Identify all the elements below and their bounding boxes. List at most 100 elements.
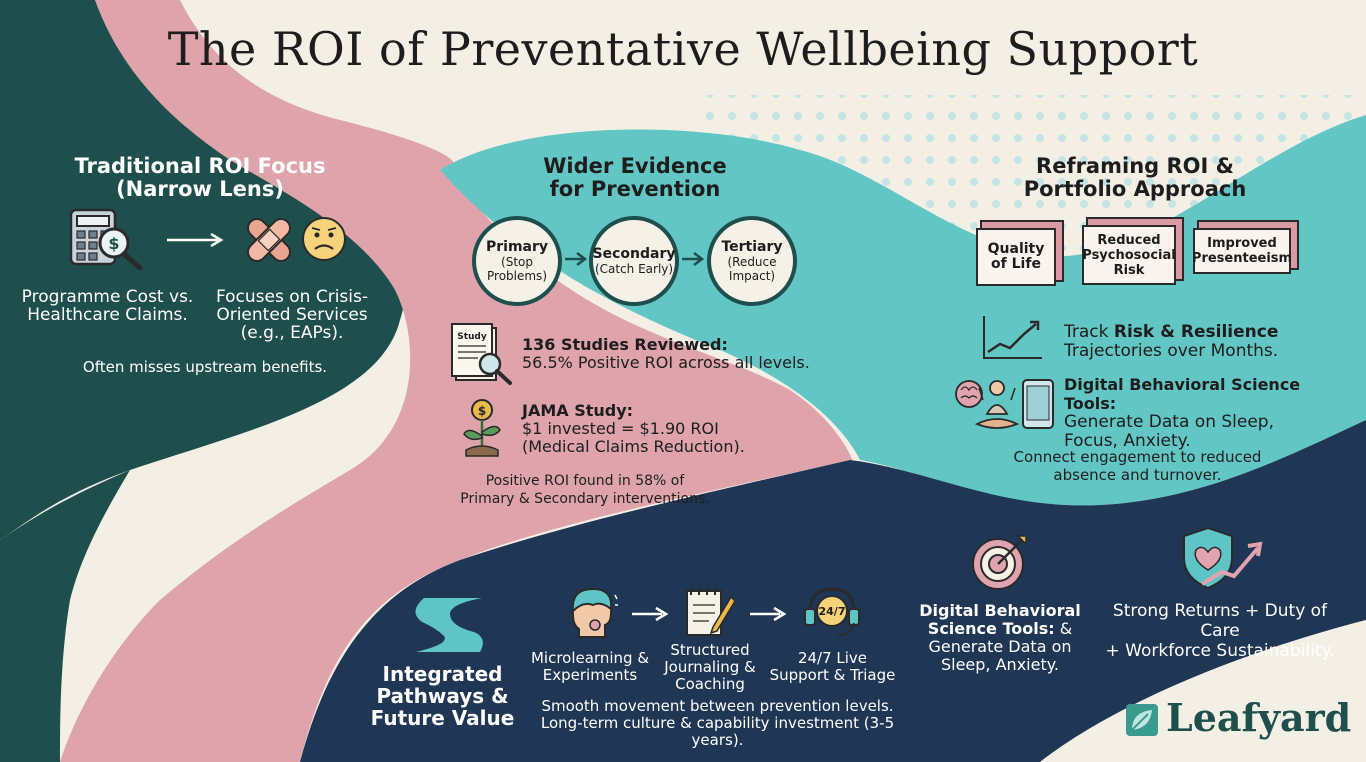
integrated-note: Smooth movement between prevention level… bbox=[520, 698, 915, 749]
level-primary-desc1: (Stop bbox=[501, 255, 533, 269]
headset-support-icon: 24/7 bbox=[804, 587, 860, 636]
digital-tools-block: Digital Behavioral Science Tools: & Gene… bbox=[915, 602, 1085, 674]
track-line2: Trajectories over Months. bbox=[1064, 341, 1279, 361]
integrated-heading-line2: Pathways & bbox=[376, 684, 509, 708]
wider-heading-line1: Wider Evidence bbox=[543, 154, 727, 178]
level-secondary: Secondary (Catch Early) bbox=[589, 216, 679, 306]
step1-line1: Microlearning & bbox=[530, 649, 650, 667]
box-quality-line1: Quality bbox=[987, 241, 1045, 257]
integrated-note-line2: Long-term culture & capability investmen… bbox=[540, 714, 895, 749]
box-risk-line1: Reduced bbox=[1097, 232, 1161, 248]
studies-text: 56.5% Positive ROI across all levels. bbox=[522, 353, 810, 372]
studies-bold: 136 Studies Reviewed: bbox=[522, 335, 728, 354]
tools-line2: Generate Data on Sleep, bbox=[1064, 412, 1275, 432]
step3-line1: 24/7 Live bbox=[797, 649, 868, 667]
connect-line2: absence and turnover. bbox=[1053, 466, 1222, 484]
cream-corner bbox=[1040, 620, 1366, 762]
integrated-heading: Integrated Pathways & Future Value bbox=[370, 663, 515, 729]
level-secondary-name: Secondary bbox=[592, 246, 676, 262]
integrated-heading-line3: Future Value bbox=[370, 706, 515, 730]
box-pres-line2: Presenteeism bbox=[1191, 251, 1293, 266]
navy-region bbox=[300, 420, 1366, 762]
jama-block: JAMA Study: $1 invested = $1.90 ROI (Med… bbox=[522, 402, 822, 456]
shield-heart-growth-icon bbox=[1183, 526, 1263, 590]
returns-line2: + Workforce Sustainability. bbox=[1105, 641, 1335, 661]
reframing-heading-line1: Reframing ROI & bbox=[1036, 154, 1234, 178]
traditional-item2: Focuses on Crisis- Oriented Services (e.… bbox=[207, 288, 377, 342]
level-tertiary-desc2: Impact) bbox=[728, 269, 776, 283]
wider-heading: Wider Evidence for Prevention bbox=[510, 155, 760, 201]
dark-teal-region bbox=[0, 0, 406, 540]
arrow-right-icon bbox=[750, 606, 787, 622]
traditional-item2-line1: Focuses on Crisis- bbox=[215, 287, 368, 307]
track-pre: Track bbox=[1064, 322, 1114, 342]
trend-chart-icon bbox=[983, 316, 1042, 359]
positive-line1: Positive ROI found in 58% of bbox=[485, 473, 685, 489]
target-icon bbox=[972, 535, 1027, 590]
step1-line2: Experiments bbox=[542, 666, 638, 684]
brand-name: Leafyard bbox=[1166, 695, 1352, 740]
arrow-right-icon bbox=[682, 252, 705, 266]
step-microlearning: Microlearning & Experiments bbox=[525, 650, 655, 684]
digital-bold-line1: Digital Behavioral bbox=[919, 601, 1081, 620]
arrow-right-icon bbox=[565, 252, 588, 266]
step3-line2: Support & Triage bbox=[769, 666, 896, 684]
step2-line3: Coaching bbox=[675, 675, 745, 693]
wider-heading-line2: for Prevention bbox=[549, 177, 721, 201]
level-primary: Primary (Stop Problems) bbox=[472, 216, 562, 306]
step2-line1: Structured bbox=[670, 641, 750, 659]
light-teal-region bbox=[440, 115, 1366, 506]
tools-bold: Digital Behavioral Science Tools: bbox=[1064, 375, 1301, 413]
traditional-heading-line2: (Narrow Lens) bbox=[116, 177, 284, 201]
integrated-heading-line1: Integrated bbox=[382, 662, 503, 686]
step2-line2: Journaling & bbox=[664, 658, 756, 676]
digital-line3: Generate Data on bbox=[928, 637, 1072, 656]
jama-line2: (Medical Claims Reduction). bbox=[522, 437, 745, 456]
returns-line1: Strong Returns + Duty of Care bbox=[1112, 601, 1328, 641]
bandage-icon bbox=[246, 217, 292, 263]
jama-bold: JAMA Study: bbox=[522, 401, 634, 420]
digital-bold-line2: Science Tools: bbox=[927, 619, 1055, 638]
track-block: Track Risk & Resilience Trajectories ove… bbox=[1064, 323, 1344, 361]
level-primary-name: Primary bbox=[485, 239, 549, 255]
box-risk-line2: Psychosocial bbox=[1082, 247, 1176, 263]
sad-face-icon bbox=[302, 217, 346, 261]
traditional-heading-line1: Traditional ROI Focus bbox=[74, 154, 326, 178]
traditional-item1: Programme Cost vs. Healthcare Claims. bbox=[20, 288, 195, 324]
positive-line2: Primary & Secondary interventions. bbox=[460, 491, 710, 507]
digital-amp: & bbox=[1054, 619, 1073, 638]
integrated-note-line1: Smooth movement between prevention level… bbox=[541, 697, 894, 715]
step-journaling: Structured Journaling & Coaching bbox=[650, 642, 770, 693]
step-support: 24/7 Live Support & Triage bbox=[765, 650, 900, 684]
traditional-item2-line2: Oriented Services bbox=[216, 305, 368, 325]
digital-line4: Sleep, Anxiety. bbox=[940, 655, 1059, 674]
badge-247: 24/7 bbox=[819, 605, 846, 618]
box-pres-line1: Improved bbox=[1207, 236, 1277, 251]
traditional-note: Often misses upstream benefits. bbox=[82, 358, 328, 376]
box-quality-line2: of Life bbox=[991, 256, 1041, 272]
tools-line3: Focus, Anxiety. bbox=[1064, 431, 1191, 451]
returns-block: Strong Returns + Duty of Care + Workforc… bbox=[1095, 601, 1345, 661]
svg-text:$: $ bbox=[478, 404, 486, 418]
arrow-right-icon bbox=[167, 232, 224, 248]
connect-note: Connect engagement to reduced absence an… bbox=[1005, 448, 1270, 484]
dark-teal-bottom bbox=[0, 470, 130, 762]
level-tertiary-name: Tertiary bbox=[721, 239, 783, 255]
level-tertiary-desc1: (Reduce bbox=[727, 255, 777, 269]
track-bold: Risk & Resilience bbox=[1113, 322, 1279, 342]
leafyard-logo-icon bbox=[1126, 704, 1158, 736]
tools-block: Digital Behavioral Science Tools: Genera… bbox=[1064, 375, 1354, 451]
svg-text:$: $ bbox=[108, 234, 119, 253]
connect-line1: Connect engagement to reduced bbox=[1013, 448, 1262, 466]
study-label: Study bbox=[457, 332, 487, 342]
money-plant-icon: $ bbox=[463, 399, 501, 457]
traditional-heading: Traditional ROI Focus (Narrow Lens) bbox=[60, 155, 340, 201]
level-primary-desc2: Problems) bbox=[487, 269, 547, 283]
traditional-item2-line3: (e.g., EAPs). bbox=[240, 323, 344, 343]
journal-pen-icon bbox=[686, 587, 735, 636]
winding-path-icon bbox=[415, 598, 483, 652]
positive-roi-note: Positive ROI found in 58% of Primary & S… bbox=[440, 472, 730, 508]
